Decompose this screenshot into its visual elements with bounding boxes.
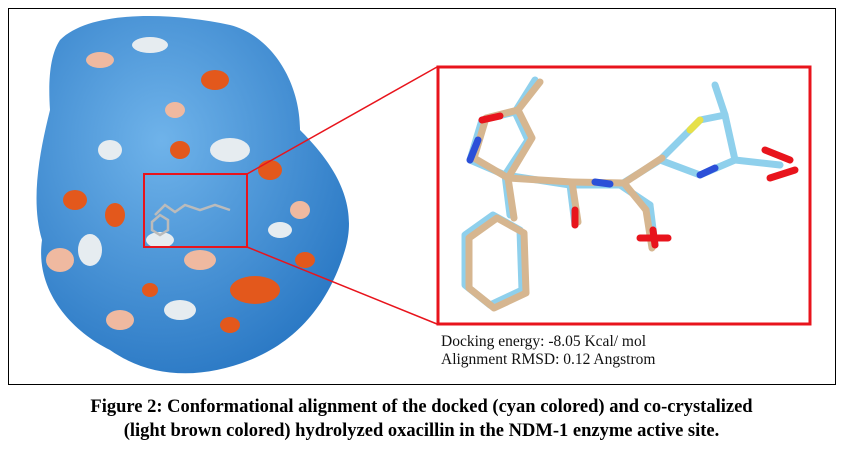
alignment-rmsd-label: Alignment RMSD: 0.12 Angstrom: [441, 351, 656, 368]
ligand-zoom-box: [436, 65, 812, 326]
caption-line-1: Figure 2: Conformational alignment of th…: [90, 397, 753, 417]
ligand-overlay: [461, 76, 799, 312]
figure-frame: [8, 8, 836, 385]
active-site-box: [143, 173, 248, 248]
zoom-connector-bottom: [246, 246, 438, 325]
figure-caption: Figure 2: Conformational alignment of th…: [0, 395, 843, 443]
protein-surface: [36, 15, 349, 374]
zoom-connector-top: [246, 66, 438, 175]
caption-line-2: (light brown colored) hydrolyzed oxacill…: [123, 421, 720, 441]
docking-energy-label: Docking energy: -8.05 Kcal/ mol: [441, 333, 647, 350]
